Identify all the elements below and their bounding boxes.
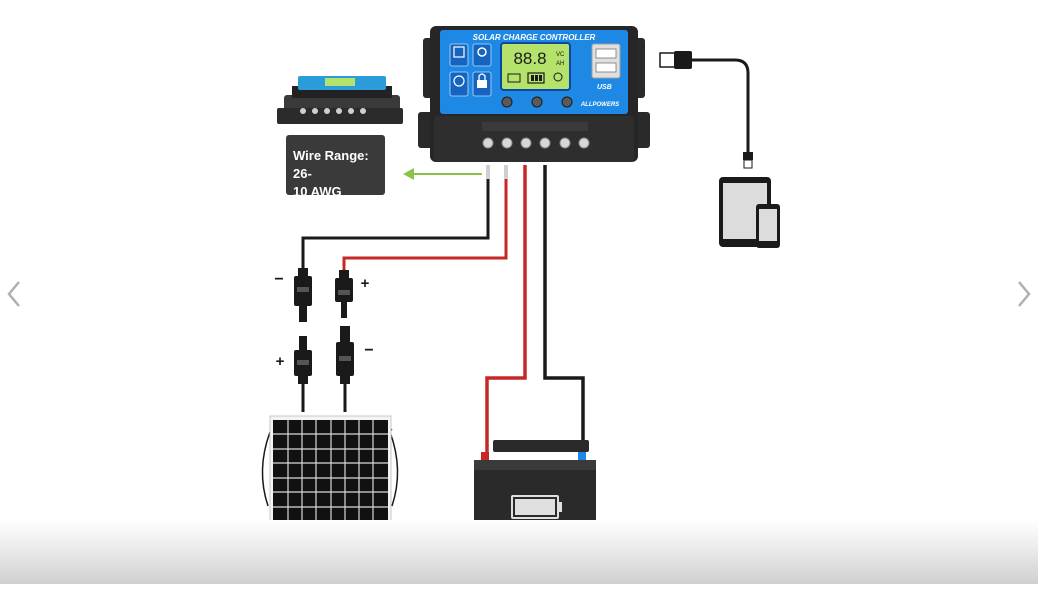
lcd-display — [500, 42, 571, 91]
battery-negative-wire — [543, 165, 585, 452]
solar-positive-wire — [342, 178, 508, 270]
lcd-battery-icon — [527, 72, 545, 84]
next-image-button[interactable] — [1012, 274, 1036, 314]
battery-negative-terminal — [578, 452, 586, 464]
controller-buttons — [501, 96, 573, 108]
wire-range-line2: 10 AWG — [293, 184, 342, 199]
charge-controller: SOLAR CHARGE CONTROLLER 88.8 VC AH — [418, 26, 650, 179]
battery — [474, 440, 596, 536]
battery-positive-wire — [485, 165, 527, 452]
wire-range-line1: Wire Range: 26- — [293, 148, 369, 181]
arrow-left-icon — [403, 168, 482, 180]
lcd-units-top: VC — [556, 52, 565, 58]
usb-cable — [690, 58, 750, 152]
previous-image-button[interactable] — [2, 274, 26, 314]
mc4-connectors — [294, 268, 354, 384]
phone-icon — [756, 204, 780, 248]
lcd-bulb-icon — [553, 72, 563, 82]
brand-label: ALLPOWERS — [580, 102, 619, 108]
lcd-units-bottom: AH — [556, 61, 564, 67]
polarity-upper-right: + — [361, 275, 370, 292]
polarity-upper-left: − — [274, 271, 283, 288]
usb-label: USB — [597, 84, 612, 91]
wire-range-callout: Wire Range: 26- 10 AWG — [286, 135, 385, 199]
chevron-right-icon — [1018, 281, 1031, 307]
polarity-labels: − + + − — [274, 271, 373, 370]
chevron-left-icon — [7, 281, 20, 307]
wiring — [301, 58, 750, 452]
bottom-gradient — [0, 520, 1038, 584]
lcd-digits: 88.8 — [513, 49, 546, 68]
terminal-screws — [482, 122, 590, 149]
lcd-solar-icon — [507, 73, 521, 83]
controller-title: SOLAR CHARGE CONTROLLER — [473, 33, 596, 42]
battery-positive-terminal — [481, 452, 489, 464]
solar-negative-wire — [301, 178, 490, 268]
polarity-lower-right: − — [364, 342, 373, 359]
controller-thumbnail — [277, 76, 403, 124]
settings-icon — [472, 43, 492, 67]
usb-plug — [659, 51, 753, 169]
polarity-lower-left: + — [276, 353, 285, 370]
battery-level-icon — [511, 495, 562, 519]
